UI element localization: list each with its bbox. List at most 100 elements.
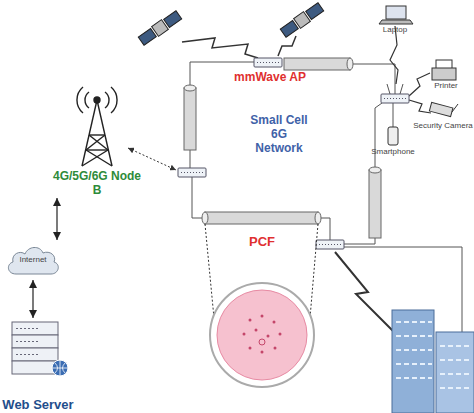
fiber-hole [279,333,282,336]
window-row [440,359,472,361]
network-title: Small Cell 6G Network [246,114,312,155]
window-row [440,345,472,347]
solar-panel [138,28,156,45]
window-row [396,335,432,337]
solar-panel [306,3,324,20]
internet-cloud: Internet [4,240,62,280]
globe [52,360,68,376]
pipe-end [347,58,353,70]
smartphone-icon [388,127,398,145]
pipe-end [184,85,196,91]
wire [344,238,375,244]
fiber-hole [261,351,264,354]
globe-grid [52,360,68,376]
building [392,310,434,413]
leader-line [205,224,214,318]
tower-bar [82,150,108,166]
node-text: Security Camera [413,121,473,130]
solar-panel [164,11,182,28]
laptop-icon [379,6,413,24]
server-unit [12,322,58,335]
pipe-end [202,212,208,224]
cell-tower [77,87,117,166]
server-slots [16,354,40,355]
router [254,58,282,67]
camera-icon [429,102,458,116]
component-label: PCF [240,235,284,250]
fiber-cross-section [210,283,314,387]
fiber-hole [261,315,264,318]
server-unit [12,335,58,348]
router-ports [257,62,279,63]
server-unit [12,361,58,374]
wireless-link [390,26,398,84]
web-server: Web Server [0,318,76,413]
camera-body [429,102,453,116]
dotted-link [128,148,176,170]
satellite [280,2,325,38]
connector-arrow [32,280,33,318]
base-station: 4G/5G/6G Node B [52,88,142,198]
fiber-core [217,290,307,380]
fiber-hole [259,339,265,345]
router-body [316,240,344,249]
device-label: Laptop [373,25,417,37]
building [436,332,474,413]
printer-icon [432,60,456,80]
fiber-pipe [184,88,196,150]
router [178,168,206,177]
wireless-link [182,38,258,58]
server-slots [16,341,40,342]
server-icon [12,322,68,376]
tower-bar [86,150,112,166]
radio-wave [85,92,89,108]
device-label: Smartphone [368,147,418,159]
fiber-holes [243,315,282,354]
tower-bar [89,134,105,135]
wire [393,103,394,127]
wireless-link [278,36,296,56]
window-row [396,363,432,365]
tower-bar [89,135,108,150]
wireless-link [409,100,431,113]
wireless-link [409,73,430,96]
node-text: Printer [434,81,458,90]
wire [190,150,191,168]
pipe-end [315,212,321,224]
satellite [138,10,183,46]
router [316,240,344,249]
radio-wave [77,87,83,113]
fiber-hole [274,347,277,350]
window-row [396,321,432,323]
fiber-pipe [205,212,318,224]
cloud-outline [8,247,58,274]
router-ports [319,244,341,245]
server-unit [12,348,58,361]
printer-body [432,68,456,80]
window-row [440,373,472,375]
router [381,94,409,103]
leader-line [310,224,318,318]
router-body [178,168,206,177]
tower-antenna [94,97,100,103]
wire [321,218,330,240]
node-text: Web Server [2,398,73,413]
connector-arrow [56,198,57,240]
fiber-pipe [284,58,350,70]
wire [375,103,382,168]
device-label: Security Camera [412,121,474,133]
router-ports [384,98,406,99]
antenna [400,84,403,94]
access-point: mmWave AP [222,71,318,87]
tower-bar [86,135,105,150]
laptop-screen [386,6,406,19]
fiber-hole [243,333,246,336]
wire [192,177,202,218]
node-text: Smartphone [371,147,415,156]
router-body [381,94,409,103]
router-body [254,58,282,67]
node-text: Internet [19,255,46,264]
